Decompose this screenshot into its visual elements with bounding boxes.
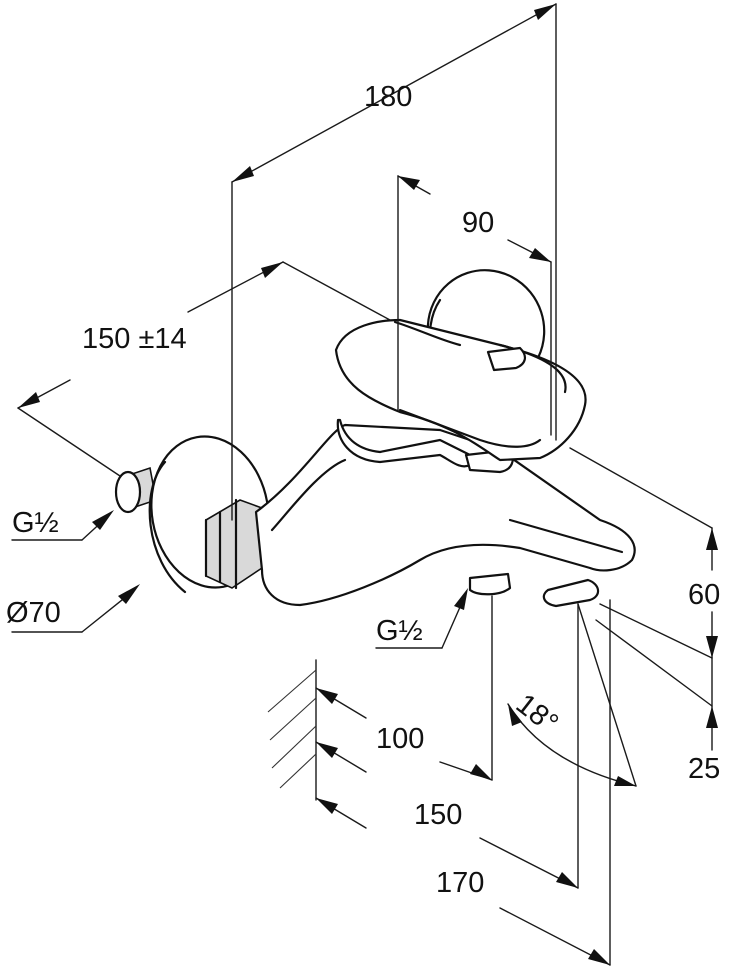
dim-wall-to-spout-a: 150 [414,799,462,831]
spout-aerator [542,578,600,608]
outlet-stub [468,572,512,596]
dim-height-lower: 25 [688,753,720,785]
mixer-body [254,423,636,607]
dim-handle-depth: 90 [462,207,494,239]
dim-overall-width: 180 [364,81,412,113]
label-rosette-diameter: Ø70 [6,597,61,629]
faucet-illustration [114,269,636,608]
handle-neck [336,418,472,468]
dim-height-upper: 60 [688,579,720,611]
dim-spout-angle: 18° [510,688,564,740]
dimension-lines [11,3,718,966]
dim-wall-to-outlet: 100 [376,723,424,755]
dim-wall-to-spout-b: 170 [436,867,484,899]
dim-center-distance: 150 ±14 [82,323,187,355]
label-inlet-thread: G½ [12,507,59,539]
label-outlet-thread: G½ [376,615,423,647]
dimension-labels: 180 90 150 ±14 60 25 100 150 170 18° G½ … [6,81,720,899]
connector-nut [204,498,263,590]
wall-hatch [267,659,317,801]
